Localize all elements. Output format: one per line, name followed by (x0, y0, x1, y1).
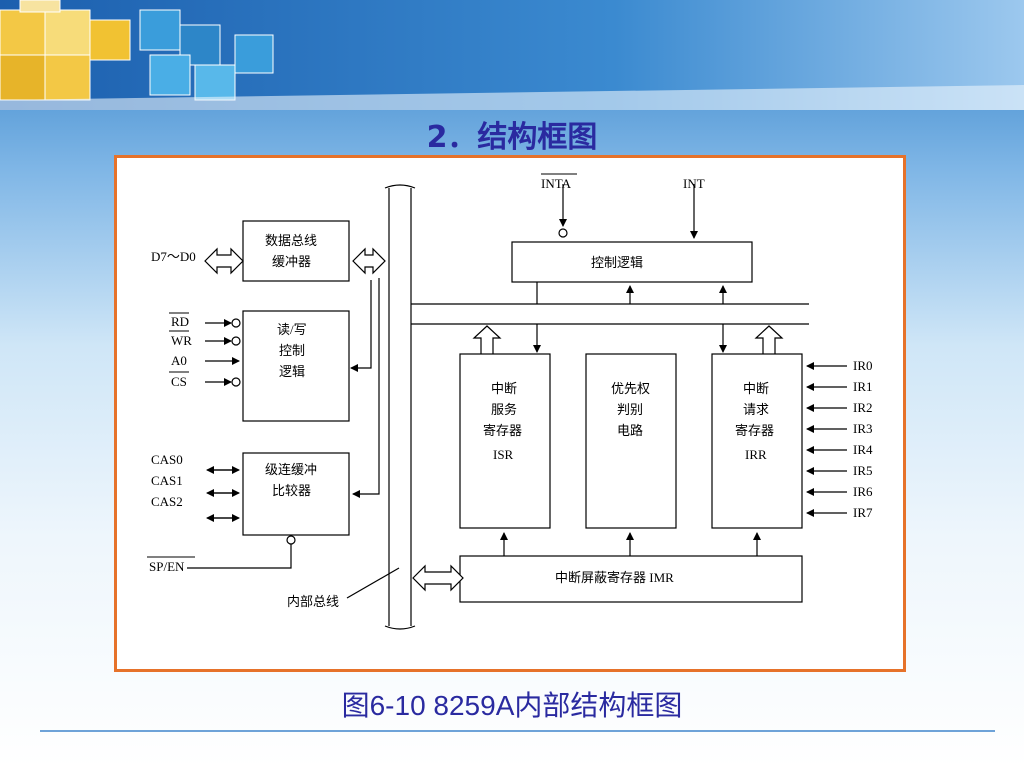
rw-control-line3: 逻辑 (279, 364, 305, 379)
cs-pin-label: CS (171, 374, 187, 389)
rd-pin-label: RD (171, 314, 189, 329)
cas1-label: CAS1 (151, 473, 183, 488)
inta-int-box (527, 165, 735, 213)
cas0-label: CAS0 (151, 452, 183, 467)
isr-line1: 中断 (491, 381, 517, 396)
header-cube-decoration (0, 0, 1024, 110)
irr-line1: 中断 (743, 381, 769, 396)
isr-box (459, 353, 551, 529)
imr-label: 中断屏蔽寄存器 IMR (555, 570, 674, 585)
priority-line1: 优先权 (611, 381, 650, 396)
irr-line4: IRR (745, 447, 767, 462)
ir3-label: IR3 (853, 421, 873, 436)
cascade-line2: 比较器 (272, 483, 311, 498)
ir7-label: IR7 (853, 505, 873, 520)
irr-line2: 请求 (743, 402, 769, 417)
int-label: INT (683, 176, 705, 191)
priority-box (585, 353, 677, 529)
internal-bus-label: 内部总线 (287, 594, 339, 609)
ir2-label: IR2 (853, 400, 873, 415)
cascade-box (242, 452, 350, 536)
data-bus-buffer-box (242, 220, 350, 282)
isr-line2: 服务 (491, 402, 517, 417)
data-bus-buffer-line2: 缓冲器 (272, 254, 311, 269)
inta-label: INTA (541, 176, 572, 191)
sp-en-box (138, 549, 230, 589)
rw-control-line1: 读/写 (277, 322, 307, 337)
footer-divider (40, 730, 995, 732)
data-pins-box (120, 239, 206, 285)
ir5-label: IR5 (853, 463, 873, 478)
isr-line4: ISR (493, 447, 514, 462)
isr-line3: 寄存器 (483, 423, 522, 438)
a0-pin-label: A0 (171, 353, 187, 368)
control-logic-label: 控制逻辑 (591, 255, 643, 270)
rw-control-line2: 控制 (279, 343, 305, 358)
irr-box (711, 353, 803, 529)
priority-line3: 电路 (617, 423, 643, 438)
figure-caption: 图6-10 8259A内部结构框图 (341, 690, 683, 721)
diagram-frame: INTA INT 控制逻辑 数据总线 缓冲器 D7～D0 读/写 控制 逻辑 R… (114, 155, 906, 672)
slide-title: 2．结构框图 (426, 120, 598, 155)
cascade-line1: 级连缓冲 (265, 462, 317, 477)
ir0-label: IR0 (853, 358, 873, 373)
irr-line3: 寄存器 (735, 423, 774, 438)
ir6-label: IR6 (853, 484, 873, 499)
rw-control-box (242, 310, 350, 422)
data-bus-buffer-line1: 数据总线 (265, 233, 317, 248)
ir4-label: IR4 (853, 442, 873, 457)
ir1-label: IR1 (853, 379, 873, 394)
cas2-label: CAS2 (151, 494, 183, 509)
wr-pin-label: WR (171, 333, 192, 348)
sp-en-label: SP/EN (149, 559, 185, 574)
block-diagram: INTA INT 控制逻辑 数据总线 缓冲器 D7～D0 读/写 控制 逻辑 R… (120, 165, 873, 630)
data-pins-label: D7～D0 (151, 249, 196, 264)
priority-line2: 判别 (617, 402, 643, 417)
control-logic-box (511, 241, 753, 283)
